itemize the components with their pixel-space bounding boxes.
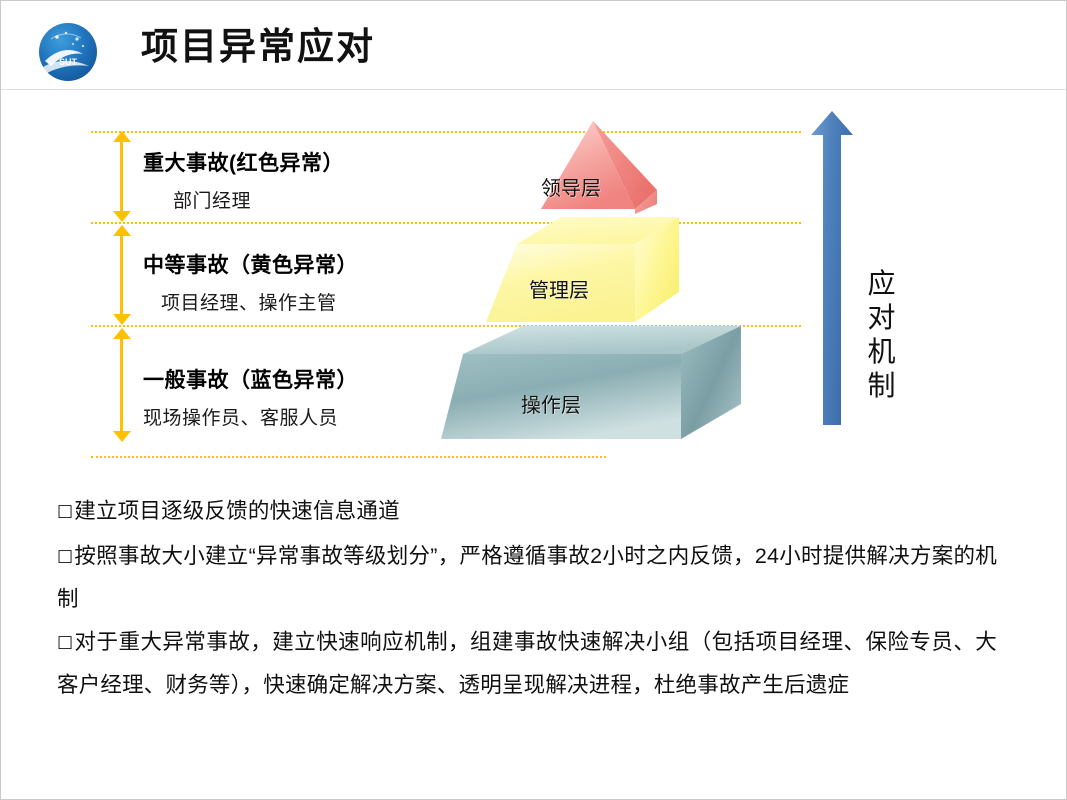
bullet-text-2: 按照事故大小建立“异常事故等级划分”，严格遵循事故2小时之内反馈，24小时提供解… [57, 544, 997, 611]
arrow-head-up-icon [113, 328, 131, 339]
arrow-head-up-icon [113, 131, 131, 142]
sut-globe-logo: SUT [37, 21, 99, 83]
header-divider [1, 89, 1066, 90]
guide-line-top [91, 131, 801, 133]
vlabel-char-2: 机 [867, 336, 897, 367]
bullet-item-1: □建立项目逐级反馈的快速信息通道 [57, 491, 617, 534]
arrow-head-down-icon [113, 314, 131, 325]
guide-line-2 [91, 325, 801, 327]
arrow-shaft [120, 138, 123, 215]
escalation-arrow-icon [809, 109, 855, 427]
level-roles-blue: 现场操作员、客服人员 [143, 408, 339, 429]
bullet-list: □建立项目逐级反馈的快速信息通道 □按照事故大小建立“异常事故等级划分”，严格遵… [57, 491, 1007, 708]
pyramid-diagram: 重大事故(红色异常） 部门经理 中等事故（黄色异常） 项目经理、操作主管 一般事… [1, 89, 1066, 484]
measure-arrow-red [113, 131, 131, 222]
arrow-shaft [120, 335, 123, 435]
level-title-yellow: 中等事故（黄色异常） [143, 254, 358, 277]
pyramid-label-bottom: 操作层 [521, 395, 581, 417]
measure-arrow-yellow [113, 225, 131, 325]
arrow-head-up-icon [113, 225, 131, 236]
arrow-head-down-icon [113, 211, 131, 222]
arrow-head-down-icon [113, 431, 131, 442]
bullet-marker-icon: □ [57, 546, 74, 566]
bullet-marker-icon: □ [57, 501, 74, 521]
arrow-shaft [120, 232, 123, 318]
guide-line-1 [91, 222, 801, 224]
pyramid-graphic: 领导层 管理层 操作层 [441, 104, 781, 459]
measure-arrow-blue [113, 328, 131, 442]
level-roles-red: 部门经理 [173, 191, 252, 212]
escalation-arrow-label: 应 对 机 制 [865, 267, 899, 403]
bullet-item-3: □对于重大异常事故，建立快速响应机制，组建事故快速解决小组（包括项目经理、保险专… [57, 622, 997, 706]
page-title: 项目异常应对 [141, 26, 375, 67]
bullet-marker-icon: □ [57, 632, 74, 652]
pyramid-label-top: 领导层 [541, 178, 601, 200]
vlabel-char-0: 应 [867, 268, 897, 299]
bullet-item-2: □按照事故大小建立“异常事故等级划分”，严格遵循事故2小时之内反馈，24小时提供… [57, 536, 997, 620]
level-title-blue: 一般事故（蓝色异常） [143, 369, 358, 392]
vlabel-char-3: 制 [867, 370, 897, 401]
level-title-red: 重大事故(红色异常） [143, 152, 344, 175]
bullet-text-3: 对于重大异常事故，建立快速响应机制，组建事故快速解决小组（包括项目经理、保险专员… [57, 630, 998, 697]
bullet-text-1: 建立项目逐级反馈的快速信息通道 [74, 499, 400, 523]
guide-line-bottom [91, 456, 606, 458]
pyramid-label-middle: 管理层 [529, 280, 589, 302]
level-roles-yellow: 项目经理、操作主管 [161, 293, 337, 314]
vlabel-char-1: 对 [867, 302, 897, 333]
slide-header: SUT 项目异常应对 [1, 1, 1066, 89]
logo-text: SUT [59, 57, 78, 67]
